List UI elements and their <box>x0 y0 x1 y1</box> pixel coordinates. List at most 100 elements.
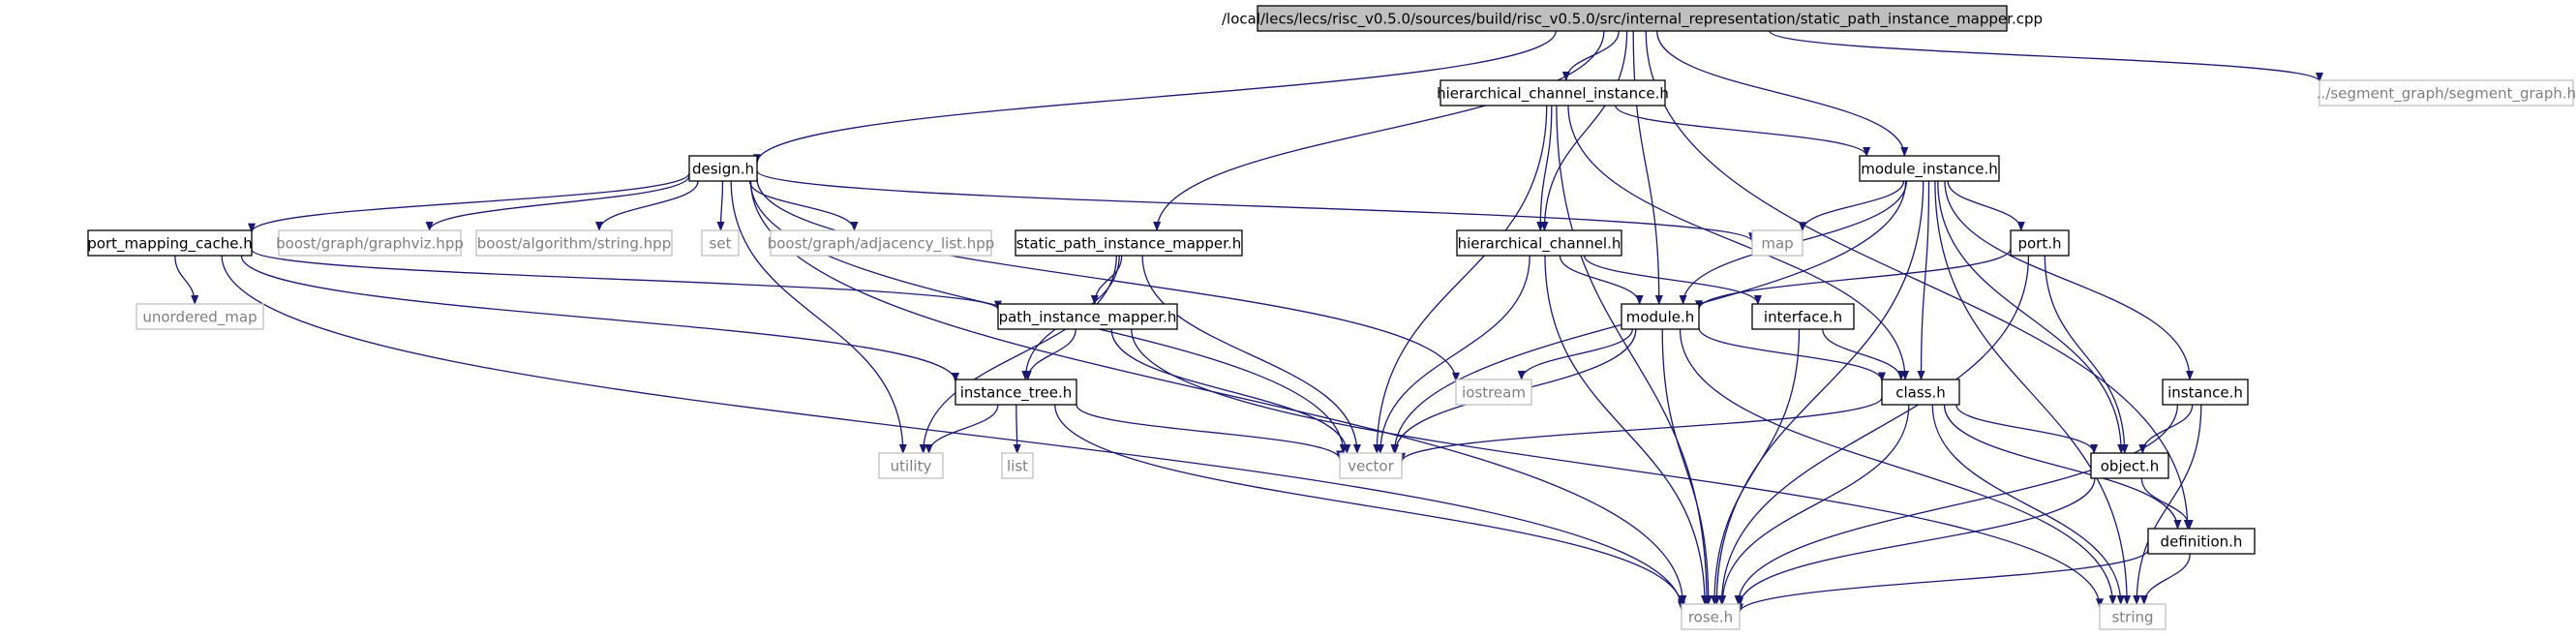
edge-design-to-utility <box>730 180 907 454</box>
edge-static-pim-to-pim <box>1090 255 1123 305</box>
node-list[interactable]: list <box>1001 452 1034 479</box>
edge-hier-chan-to-rose <box>1544 255 1709 605</box>
node-box <box>136 303 264 330</box>
node-hier-chan-inst[interactable]: hierarchical_channel_instance.h <box>1437 79 1669 106</box>
edge-root-to-hier-chan <box>1540 30 1628 231</box>
node-module-instance[interactable]: module_instance.h <box>1859 155 2000 182</box>
edge-instance-to-string <box>2133 404 2202 605</box>
node-box <box>278 229 462 257</box>
node-static-pim[interactable]: static_path_instance_mapper.h <box>1015 229 1243 257</box>
edge-interface-to-class <box>1822 328 1905 380</box>
node-box <box>2010 229 2070 257</box>
edge-design-to-boost-adj <box>748 180 859 231</box>
node-interface[interactable]: interface.h <box>1751 303 1855 330</box>
node-box <box>2318 79 2574 106</box>
edge-instance-to-rose <box>1734 404 2179 605</box>
edge-instance-tree-to-vector <box>1076 404 1344 461</box>
edge-root-to-design <box>753 30 1557 165</box>
node-boost-graphviz[interactable]: boost/graph/graphviz.hpp <box>276 229 464 257</box>
node-label: vector <box>1348 458 1394 475</box>
nodes: /local/lecs/lecs/risc_v0.5.0/sources/bui… <box>87 5 2576 630</box>
edge-root-to-segment-graph <box>1769 30 2323 82</box>
edge-hier-chan-to-module <box>1559 255 1644 305</box>
node-vector[interactable]: vector <box>1339 452 1403 479</box>
node-hier-chan[interactable]: hierarchical_channel.h <box>1456 229 1622 257</box>
node-class[interactable]: class.h <box>1881 379 1960 406</box>
edge-design-to-boost-string <box>595 180 699 231</box>
edge-hier-chan-to-interface <box>1583 255 1762 305</box>
node-module[interactable]: module.h <box>1621 303 1700 330</box>
edge-port-to-object <box>2044 255 2129 454</box>
node-boost-adj[interactable]: boost/graph/adjacency_list.hpp <box>768 229 995 257</box>
node-utility[interactable]: utility <box>878 452 944 479</box>
node-set[interactable]: set <box>701 229 740 257</box>
node-label: iostream <box>1462 384 1526 402</box>
node-label: unordered_map <box>142 309 257 327</box>
edge-hier-chan-inst-to-module-instance <box>1615 105 1871 157</box>
node-instance-tree[interactable]: instance_tree.h <box>955 379 1077 406</box>
edge-instance-tree-to-utility <box>924 404 999 454</box>
edge-design-to-boost-graphviz <box>425 175 690 231</box>
edge-module-instance-to-instance <box>1944 180 2194 380</box>
node-instance[interactable]: instance.h <box>2162 379 2249 406</box>
node-label: rose.h <box>1688 609 1733 626</box>
node-definition[interactable]: definition.h <box>2147 528 2256 555</box>
edge-instance-tree-to-list <box>1013 404 1021 454</box>
node-port-mapping-cache[interactable]: port_mapping_cache.h <box>87 229 253 257</box>
node-box <box>955 379 1077 406</box>
edge-root-to-hier-chan-inst <box>1561 30 1620 81</box>
node-box <box>1881 379 1960 406</box>
edge-module-instance-to-port <box>1947 180 2025 231</box>
node-label: /local/lecs/lecs/risc_v0.5.0/sources/bui… <box>1222 11 2043 29</box>
edge-port-mapping-cache-to-pim <box>251 249 1002 311</box>
edge-hier-chan-inst-to-vector <box>1373 105 1548 454</box>
node-unordered-map[interactable]: unordered_map <box>136 303 264 330</box>
edge-design-to-port-mapping-cache <box>248 172 690 233</box>
edge-port-mapping-cache-to-unordered-map <box>174 255 199 305</box>
node-box <box>1015 229 1243 257</box>
node-box <box>1440 79 1666 106</box>
edge-object-to-definition <box>2140 477 2194 530</box>
node-label: instance.h <box>2167 384 2243 402</box>
edge-module-to-iostream <box>1517 328 1633 380</box>
node-label: definition.h <box>2161 533 2243 551</box>
node-port[interactable]: port.h <box>2010 229 2070 257</box>
edge-instance-tree-to-rose <box>1054 404 1685 609</box>
node-box <box>1257 5 2008 32</box>
node-label: interface.h <box>1764 309 1842 326</box>
edge-definition-to-string <box>2139 553 2191 605</box>
edge-hier-chan-inst-to-rose <box>1556 105 1712 605</box>
node-box <box>1456 229 1622 257</box>
edge-module-instance-to-class <box>1917 180 1930 380</box>
node-box <box>770 229 992 257</box>
node-label: static_path_instance_mapper.h <box>1016 235 1241 254</box>
node-box <box>1339 452 1403 479</box>
edge-root-to-module-instance <box>1656 30 1909 157</box>
node-box <box>1681 603 1741 630</box>
node-pim[interactable]: path_instance_mapper.h <box>997 303 1178 330</box>
node-segment-graph[interactable]: ../segment_graph/segment_graph.h <box>2317 79 2576 106</box>
node-box <box>2162 379 2249 406</box>
node-label: design.h <box>692 161 754 178</box>
edge-pim-to-string <box>1131 328 2104 609</box>
node-label: instance_tree.h <box>960 384 1073 403</box>
node-object[interactable]: object.h <box>2090 452 2169 479</box>
node-box <box>1751 229 1803 257</box>
edge-pim-to-instance-tree <box>1023 328 1076 380</box>
node-label: hierarchical_channel_instance.h <box>1437 85 1669 104</box>
node-iostream[interactable]: iostream <box>1455 379 1532 406</box>
node-label: module_instance.h <box>1861 161 1998 179</box>
edge-class-to-vector <box>1398 397 1883 463</box>
edge-module-instance-to-rose <box>1712 180 1924 605</box>
node-box <box>1859 155 2000 182</box>
edges <box>174 30 2323 614</box>
node-label: list <box>1007 458 1028 475</box>
node-boost-string[interactable]: boost/algorithm/string.hpp <box>475 229 673 257</box>
node-design[interactable]: design.h <box>688 155 758 182</box>
node-string[interactable]: string <box>2099 603 2167 630</box>
node-label: utility <box>891 458 932 475</box>
edge-definition-to-rose <box>1736 549 2149 614</box>
edge-design-to-map <box>756 169 1756 243</box>
node-rose[interactable]: rose.h <box>1681 603 1741 630</box>
node-map[interactable]: map <box>1751 229 1803 257</box>
